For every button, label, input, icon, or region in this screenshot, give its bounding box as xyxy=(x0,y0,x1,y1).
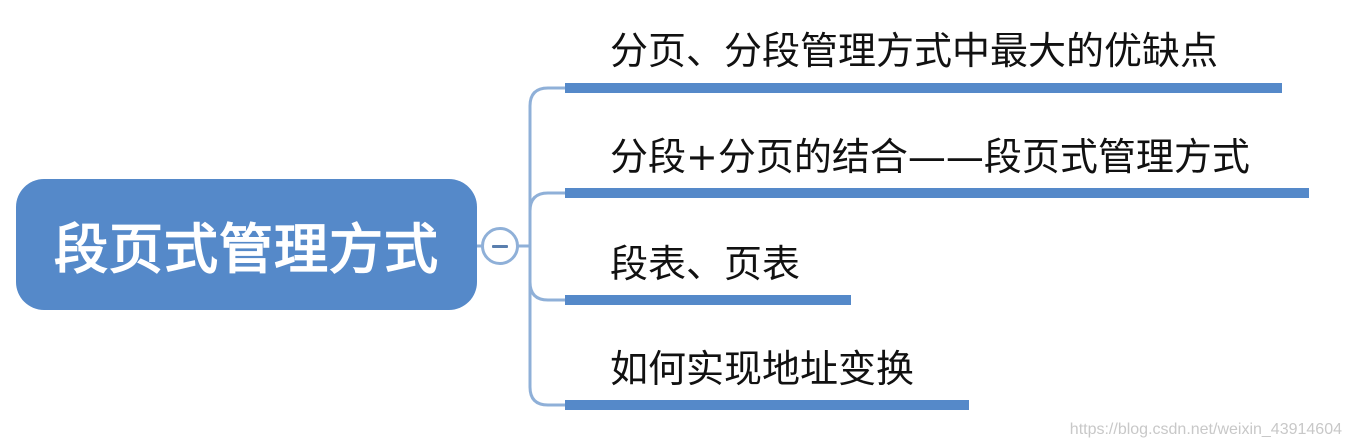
root-topic-label: 段页式管理方式 xyxy=(54,218,439,281)
branch-2-underline xyxy=(565,188,1309,198)
watermark-text: https://blog.csdn.net/weixin_43914604 xyxy=(1069,421,1342,438)
branch-4-label[interactable]: 如何实现地址变换 xyxy=(610,347,915,391)
root-topic-node[interactable]: 段页式管理方式 xyxy=(16,179,477,310)
branch-1-label[interactable]: 分页、分段管理方式中最大的优缺点 xyxy=(610,29,1219,73)
branch-2-label[interactable]: 分段+分页的结合——段页式管理方式 xyxy=(610,135,1250,179)
branch-3-underline xyxy=(565,295,851,305)
branch-4-underline xyxy=(565,400,969,410)
collapse-minus-icon[interactable] xyxy=(481,227,519,265)
branch-1-underline xyxy=(565,83,1282,93)
minus-glyph xyxy=(492,244,508,248)
branch-3-label[interactable]: 段表、页表 xyxy=(610,242,801,286)
